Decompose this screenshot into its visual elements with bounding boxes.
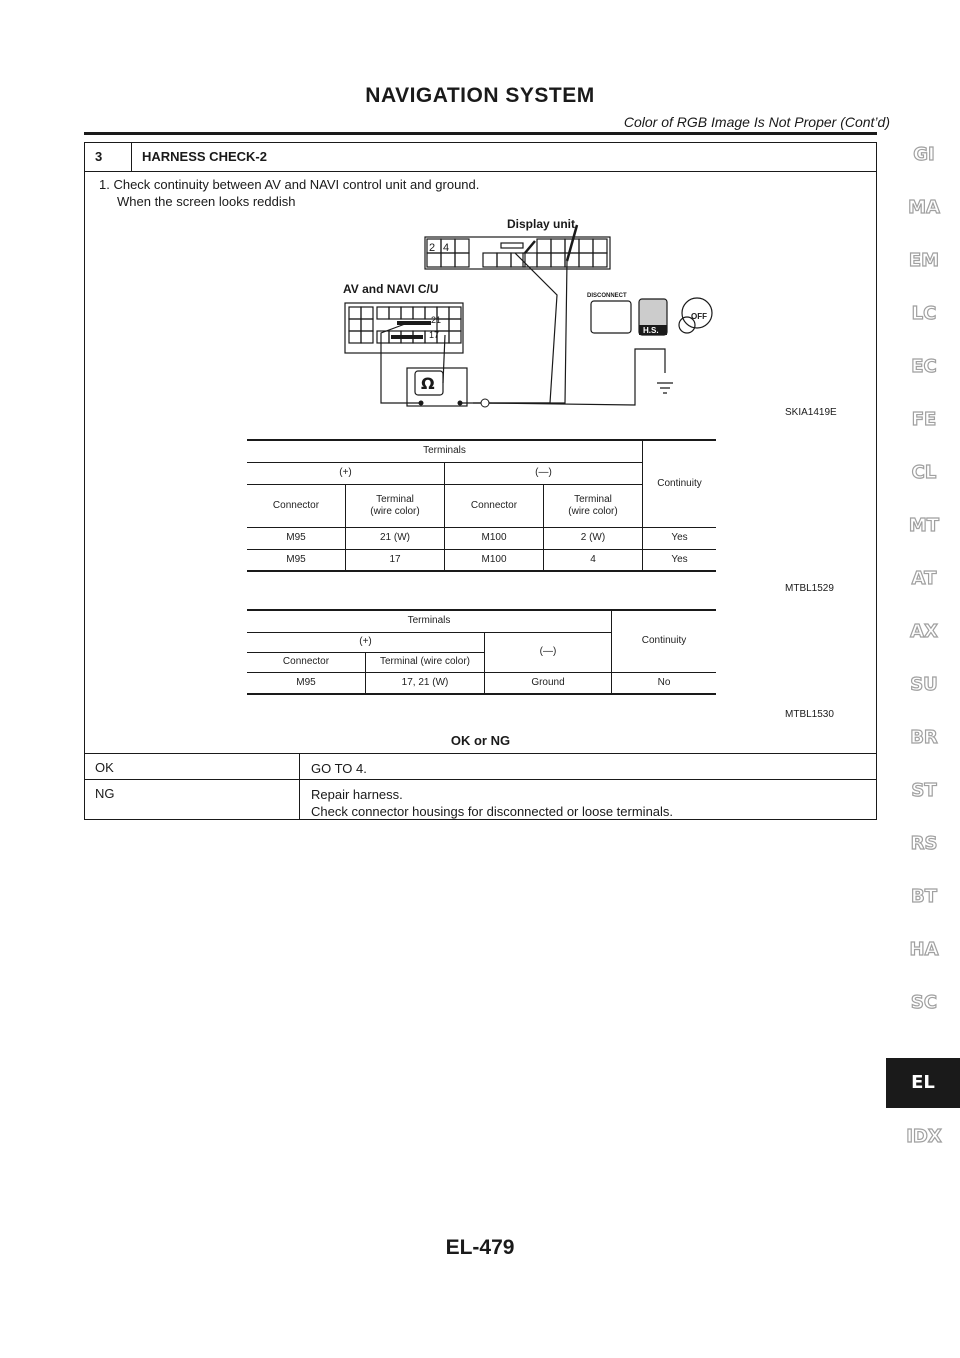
display-unit-label: Display unit <box>507 217 575 231</box>
cell: M95 <box>247 549 346 572</box>
terminals-header: Terminals <box>247 609 612 633</box>
pin-label-17: 17 <box>429 330 439 340</box>
terminal-minus-header: Terminal (wire color) <box>543 484 643 528</box>
section-tab-mt[interactable]: MT <box>908 514 940 536</box>
result-ng-action-line-2: Check connector housings for disconnecte… <box>311 804 674 819</box>
cell: M95 <box>247 527 346 550</box>
connector-minus-header: Connector <box>444 484 544 528</box>
section-tab-lc[interactable]: LC <box>911 302 937 324</box>
page-title: NAVIGATION SYSTEM <box>365 84 595 107</box>
section-tab-ha[interactable]: HA <box>909 938 939 960</box>
result-ng-action-line-1: Repair harness. <box>311 787 403 802</box>
section-tab-ec[interactable]: EC <box>911 355 938 377</box>
pin-label-2: 2 <box>429 242 435 254</box>
section-tab-br[interactable]: BR <box>910 726 939 748</box>
wiring-diagram: 2 4 Display unit AV and NAVI C/U 21 17 D… <box>343 217 713 408</box>
continuity-header: Continuity <box>611 609 716 673</box>
continuity-header: Continuity <box>642 439 716 528</box>
control-unit-label: AV and NAVI C/U <box>343 282 439 296</box>
result-ok-action: GO TO 4. <box>311 761 367 776</box>
connector-plus-header: Connector <box>247 484 346 528</box>
result-row-ng: NG Repair harness. Check connector housi… <box>85 779 876 820</box>
header-rule <box>84 132 877 135</box>
cell: Yes <box>642 527 716 550</box>
cell: 4 <box>543 549 643 572</box>
cell: No <box>611 672 716 695</box>
cell: 17, 21 (W) <box>365 672 485 695</box>
result-ng-label: NG <box>85 780 300 820</box>
section-tab-at[interactable]: AT <box>911 567 937 589</box>
instruction-line-1: 1. Check continuity between AV and NAVI … <box>99 177 480 192</box>
cell: M95 <box>247 672 366 695</box>
procedure-box: 3 HARNESS CHECK-2 1. Check continuity be… <box>84 142 877 820</box>
continuity-table-2: Terminals Continuity (+) (—) Connector T… <box>247 609 716 695</box>
section-tab-su[interactable]: SU <box>910 673 939 695</box>
cell: M100 <box>444 527 544 550</box>
page-subtitle: Color of RGB Image Is Not Proper (Cont’d… <box>623 114 890 130</box>
section-tab-rs[interactable]: RS <box>910 832 938 854</box>
plus-header: (+) <box>247 632 485 653</box>
pin-label-4: 4 <box>443 242 449 254</box>
result-ok-label: OK <box>85 754 300 780</box>
section-tab-bt[interactable]: BT <box>910 885 937 907</box>
cell: Ground <box>484 672 612 695</box>
pin-label-21: 21 <box>431 315 441 325</box>
section-tab-ax[interactable]: AX <box>909 620 938 642</box>
result-ng-action: Repair harness. Check connector housings… <box>311 786 673 820</box>
section-tab-gi[interactable]: GI <box>913 143 936 165</box>
table-row: M95 17 M100 4 Yes <box>247 549 716 572</box>
figure-id: SKIA1419E <box>785 407 837 418</box>
table-2-id: MTBL1530 <box>785 709 834 720</box>
cell: M100 <box>444 549 544 572</box>
disconnect-label: DISCONNECT <box>587 293 627 299</box>
step-title: HARNESS CHECK-2 <box>142 149 267 164</box>
off-label: OFF <box>691 312 707 321</box>
cell: 17 <box>345 549 445 572</box>
terminal-plus-header: Terminal (wire color) <box>345 484 445 528</box>
result-row-ok: OK GO TO 4. <box>85 753 876 780</box>
section-tab-el[interactable]: EL <box>886 1058 960 1108</box>
ok-or-ng-label: OK or NG <box>450 733 511 748</box>
ohmmeter <box>406 367 468 407</box>
step-header: 3 HARNESS CHECK-2 <box>85 143 876 172</box>
minus-header: (—) <box>484 632 612 673</box>
section-tab-em[interactable]: EM <box>908 249 940 271</box>
av-navi-connector <box>344 302 464 354</box>
section-tab-fe[interactable]: FE <box>911 408 937 430</box>
table-row: M95 17, 21 (W) Ground No <box>247 672 716 695</box>
section-tab-st[interactable]: ST <box>911 779 937 801</box>
terminals-header: Terminals <box>247 439 643 463</box>
hs-label: H.S. <box>643 326 659 335</box>
continuity-table-1: Terminals Continuity (+) (—) Connector T… <box>247 439 716 572</box>
minus-header: (—) <box>444 462 643 485</box>
cell: Yes <box>642 549 716 572</box>
cell: 21 (W) <box>345 527 445 550</box>
terminal-header: Terminal (wire color) <box>365 652 485 673</box>
plus-header: (+) <box>247 462 445 485</box>
table-1-id: MTBL1529 <box>785 583 834 594</box>
cell: 2 (W) <box>543 527 643 550</box>
instruction-line-2: When the screen looks reddish <box>117 194 296 209</box>
page-number: EL-479 <box>445 1236 515 1259</box>
display-unit-connector <box>424 236 611 270</box>
section-tab-idx[interactable]: IDX <box>906 1125 943 1147</box>
ohm-icon: Ω <box>421 374 435 393</box>
step-number: 3 <box>85 143 132 171</box>
connector-header: Connector <box>247 652 366 673</box>
section-tab-ma[interactable]: MA <box>907 196 940 218</box>
table-row: M95 21 (W) M100 2 (W) Yes <box>247 527 716 550</box>
section-tab-cl[interactable]: CL <box>911 461 937 483</box>
section-tab-sc[interactable]: SC <box>910 991 938 1013</box>
